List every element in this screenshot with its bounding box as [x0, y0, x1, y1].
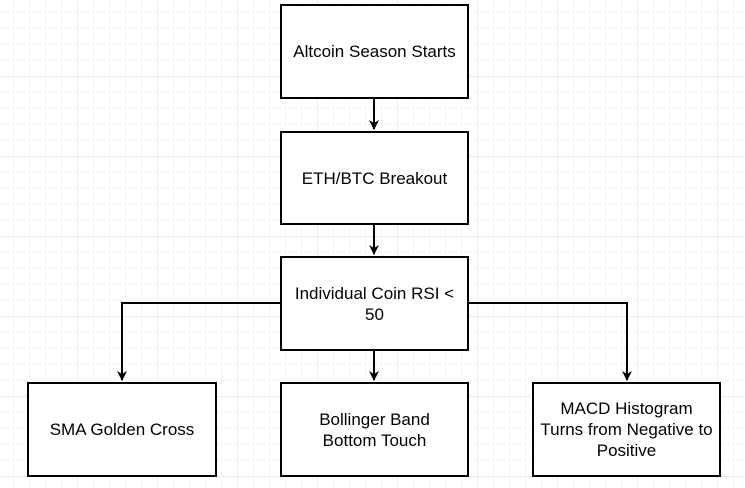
node-label: Bollinger Band Bottom Touch: [319, 409, 430, 450]
node-label: MACD Histogram Turns from Negative to Po…: [540, 399, 713, 460]
edge-rsi-to-sma: [117, 302, 280, 381]
node-bollinger-bottom: Bollinger Band Bottom Touch: [280, 382, 469, 477]
node-label: SMA Golden Cross: [49, 420, 195, 439]
node-coin-rsi: Individual Coin RSI < 50: [280, 256, 469, 351]
node-sma-golden-cross: SMA Golden Cross: [27, 382, 217, 477]
node-macd-histogram: MACD Histogram Turns from Negative to Po…: [532, 382, 721, 477]
edge-rsi-to-macd: [469, 302, 632, 381]
node-label: Altcoin Season Starts: [293, 42, 456, 61]
node-label: ETH/BTC Breakout: [301, 168, 448, 188]
node-label: Individual Coin RSI < 50: [294, 283, 455, 324]
node-eth-btc-breakout: ETH/BTC Breakout: [280, 131, 469, 225]
node-altcoin-season: Altcoin Season Starts: [280, 4, 469, 99]
